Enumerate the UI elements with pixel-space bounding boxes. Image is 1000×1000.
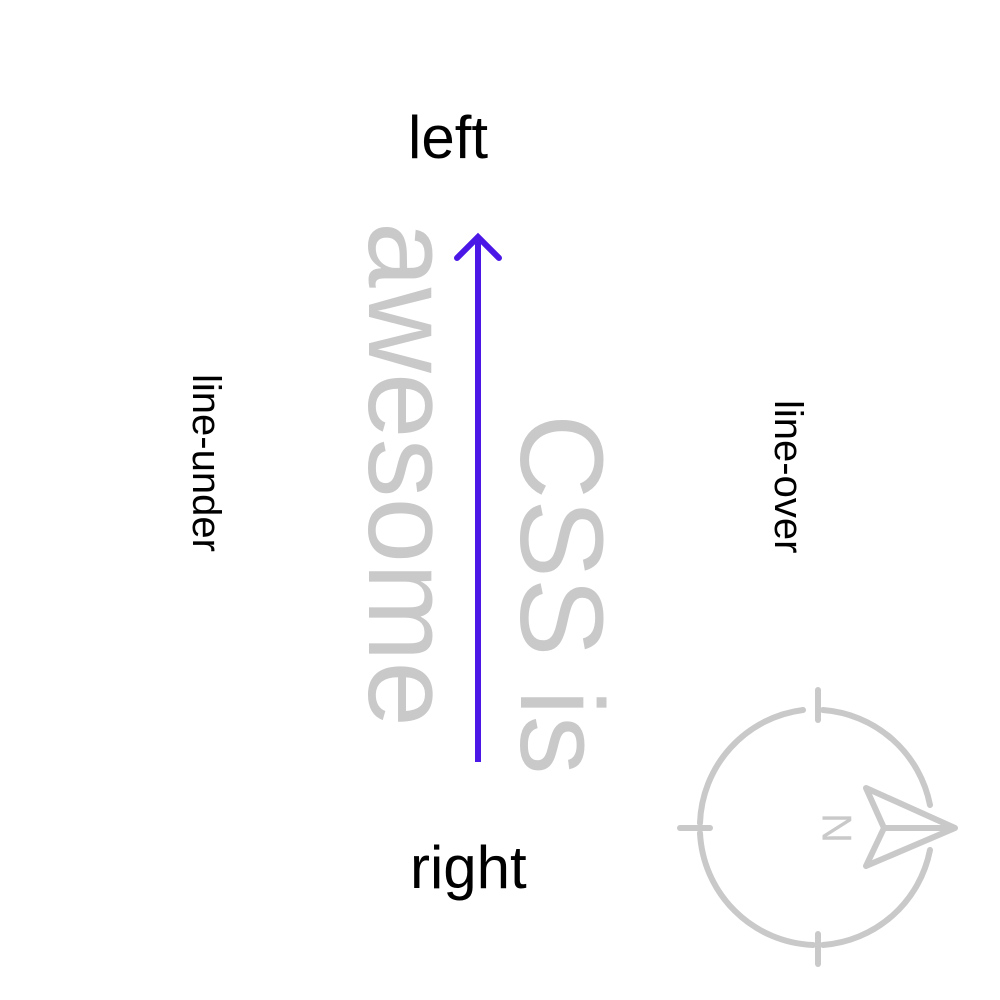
sample-text-line-2: awesome <box>343 222 475 728</box>
label-line-over: line-over <box>766 400 810 554</box>
arrow-up-icon <box>454 232 502 762</box>
label-line-under: line-under <box>184 374 228 552</box>
label-left: left <box>408 104 489 171</box>
label-right: right <box>410 834 527 901</box>
compass-north-icon: N <box>677 687 958 967</box>
compass-north-letter: N <box>814 813 861 843</box>
sample-text-line-1: CSS is <box>495 414 627 775</box>
